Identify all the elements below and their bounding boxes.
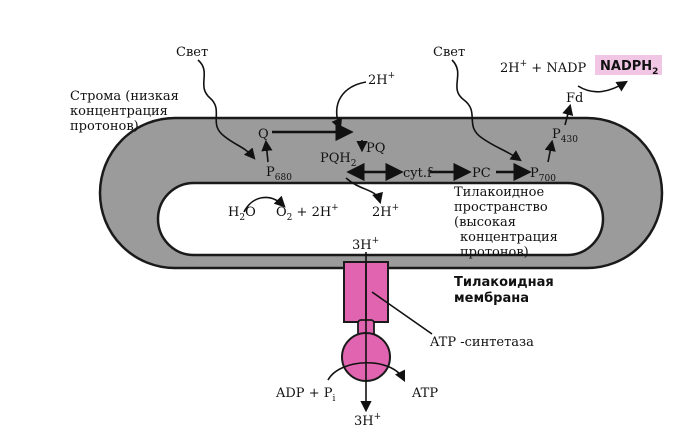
light-label-right: Свет bbox=[433, 45, 465, 60]
stroma-label-line2: концентрация bbox=[70, 104, 168, 119]
atp-synthase-label: ATP -синтетаза bbox=[429, 335, 534, 350]
lumen-label-line4: концентрация bbox=[460, 230, 558, 245]
membrane-label-line2: мембрана bbox=[454, 291, 529, 306]
proton-release-arrow bbox=[345, 177, 383, 205]
light-label-left: Свет bbox=[176, 45, 208, 60]
o2-label: O2 + 2H+ bbox=[276, 203, 339, 223]
proton-top-label: 2H+ bbox=[368, 71, 395, 88]
lumen-label-line3: (высокая bbox=[454, 215, 516, 230]
nadph2-label: NADPH2 bbox=[600, 59, 658, 77]
lumen-label-line5: протонов) bbox=[460, 245, 529, 260]
p680-to-q-arrow bbox=[261, 139, 273, 163]
pqh2-label: PQH2 bbox=[320, 151, 356, 169]
h2o-label: H2O bbox=[228, 205, 256, 223]
thylakoid-lumen bbox=[156, 181, 605, 257]
p430-label: P430 bbox=[552, 127, 578, 145]
lumen-label-line1: Тилакоидное bbox=[454, 185, 544, 200]
proton-lumen-label: 2H+ bbox=[372, 203, 399, 220]
proton-uptake-arrow bbox=[331, 81, 367, 131]
light-arrow-left bbox=[197, 59, 256, 160]
atp-synthase-pointer bbox=[371, 291, 433, 335]
p700-label: P700 bbox=[530, 166, 556, 184]
p700-to-p430-arrow bbox=[544, 139, 556, 163]
fd-label: Fd bbox=[566, 91, 583, 106]
pq-label: PQ bbox=[366, 141, 385, 156]
membrane-label-line1: Тилакоидная bbox=[454, 275, 554, 290]
atp-label: ATP bbox=[411, 386, 438, 401]
water-split-arrow bbox=[243, 195, 286, 213]
lumen-label-line2: пространство bbox=[454, 200, 548, 215]
nadph2-highlight bbox=[595, 55, 662, 75]
stroma-label-line1: Строма (низкая bbox=[70, 89, 179, 104]
cytf-label: cyt.f bbox=[403, 166, 433, 181]
p430-to-fd-arrow bbox=[562, 103, 574, 126]
adp-pi-label: ADP + Pi bbox=[275, 386, 335, 404]
nadp-label: 2H+ + NADP bbox=[500, 59, 586, 76]
p680-label: P680 bbox=[266, 165, 292, 183]
proton-synthase-top-label: 3H+ bbox=[352, 236, 379, 253]
pc-label: PC bbox=[472, 166, 491, 181]
fd-to-nadph-arrow bbox=[577, 80, 628, 93]
light-arrow-right bbox=[451, 59, 522, 162]
adp-to-atp-arrow bbox=[327, 362, 406, 383]
q-label: Q bbox=[258, 127, 269, 142]
proton-synthase-bottom-label: 3H+ bbox=[354, 412, 381, 429]
stroma-label-line3: протонов) bbox=[70, 119, 139, 134]
